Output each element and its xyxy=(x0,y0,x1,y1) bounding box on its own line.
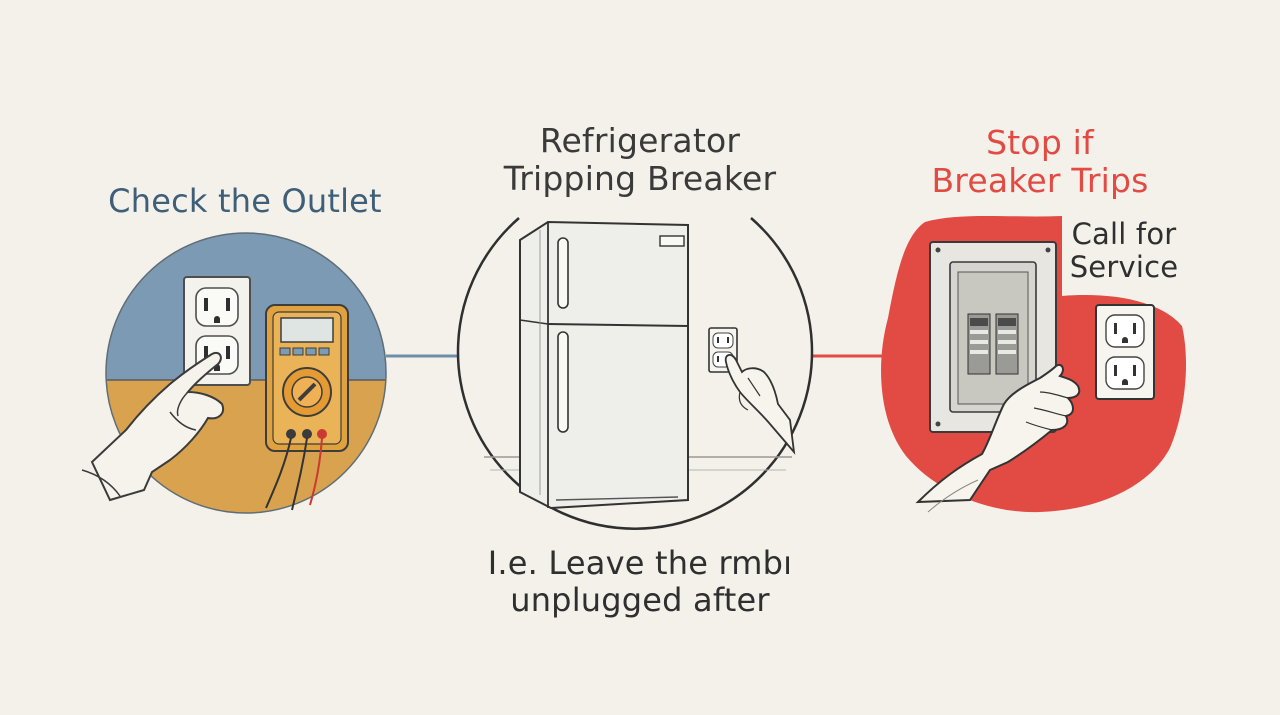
multimeter-icon xyxy=(265,304,349,511)
hand-icon xyxy=(81,352,224,502)
step-left-title: Check the Outlet xyxy=(100,183,390,220)
step-center-caption: I.e. Leave the rmbı unplugged after xyxy=(470,545,810,619)
hand-icon xyxy=(915,364,1081,513)
step-right-subtitle: Call for Service xyxy=(1062,217,1186,285)
step-center-caption-line2: unplugged after xyxy=(510,580,770,619)
step-right-subtitle-line1: Call for xyxy=(1071,217,1177,251)
left-step-illustration xyxy=(81,232,387,514)
step-center-title-line2: Tripping Breaker xyxy=(503,158,777,198)
step-right-subtitle-line2: Service xyxy=(1069,250,1179,285)
step-center-caption-line1: I.e. Leave the rmbı xyxy=(487,544,793,582)
step-right-title: Stop if Breaker Trips xyxy=(900,124,1180,200)
step-right-title-line1: Stop if xyxy=(986,123,1094,162)
step-left-title-text: Check the Outlet xyxy=(108,182,382,220)
center-step-illustration xyxy=(456,183,814,537)
refrigerator-icon xyxy=(519,220,689,510)
step-center-title: Refrigerator Tripping Breaker xyxy=(480,122,800,198)
right-step-illustration xyxy=(881,216,1186,513)
outlet-icon xyxy=(1095,304,1155,400)
breaker-panel-icon xyxy=(929,241,1057,433)
hand-icon xyxy=(724,354,796,455)
step-center-title-line1: Refrigerator xyxy=(539,121,741,160)
step-right-title-line2: Breaker Trips xyxy=(931,160,1149,200)
